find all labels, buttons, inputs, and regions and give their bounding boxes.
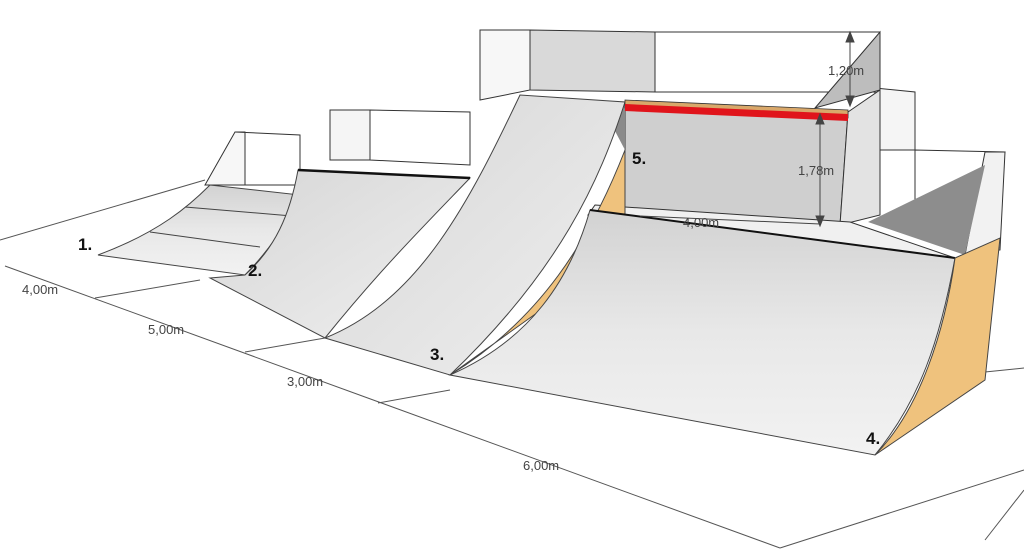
dim-label-ground-3: 3,00m [287,374,323,389]
ground-lines [0,179,1024,549]
dim-label-platform-width: 4,00m [683,215,719,230]
ramp-label-2: 2. [248,261,262,280]
dim-label-top-height: 1,20m [828,63,864,78]
top-coping [624,99,849,121]
ramp-4-shape [448,209,1001,456]
dim-label-wall-height: 1,78m [798,163,834,178]
ramp-label-1: 1. [78,235,92,254]
dim-label-ground-4: 6,00m [523,458,559,473]
ground-dimension-labels: 4,00m 5,00m 3,00m 6,00m [22,282,559,473]
drop-wall [605,30,985,255]
dimension-arrows [639,30,855,228]
ramp-2-shape [208,168,472,339]
ramp-label-3: 3. [430,345,444,364]
ramp-label-4: 4. [866,429,880,448]
structure-dimension-labels: 4,00m 1,78m 1,20m [683,63,864,230]
dim-label-ground-2: 5,00m [148,322,184,337]
dim-label-ground-1: 4,00m [22,282,58,297]
ramp-label-5: 5. [632,149,646,168]
ramp-labels: 1. 2. 3. 4. 5. [78,149,880,448]
